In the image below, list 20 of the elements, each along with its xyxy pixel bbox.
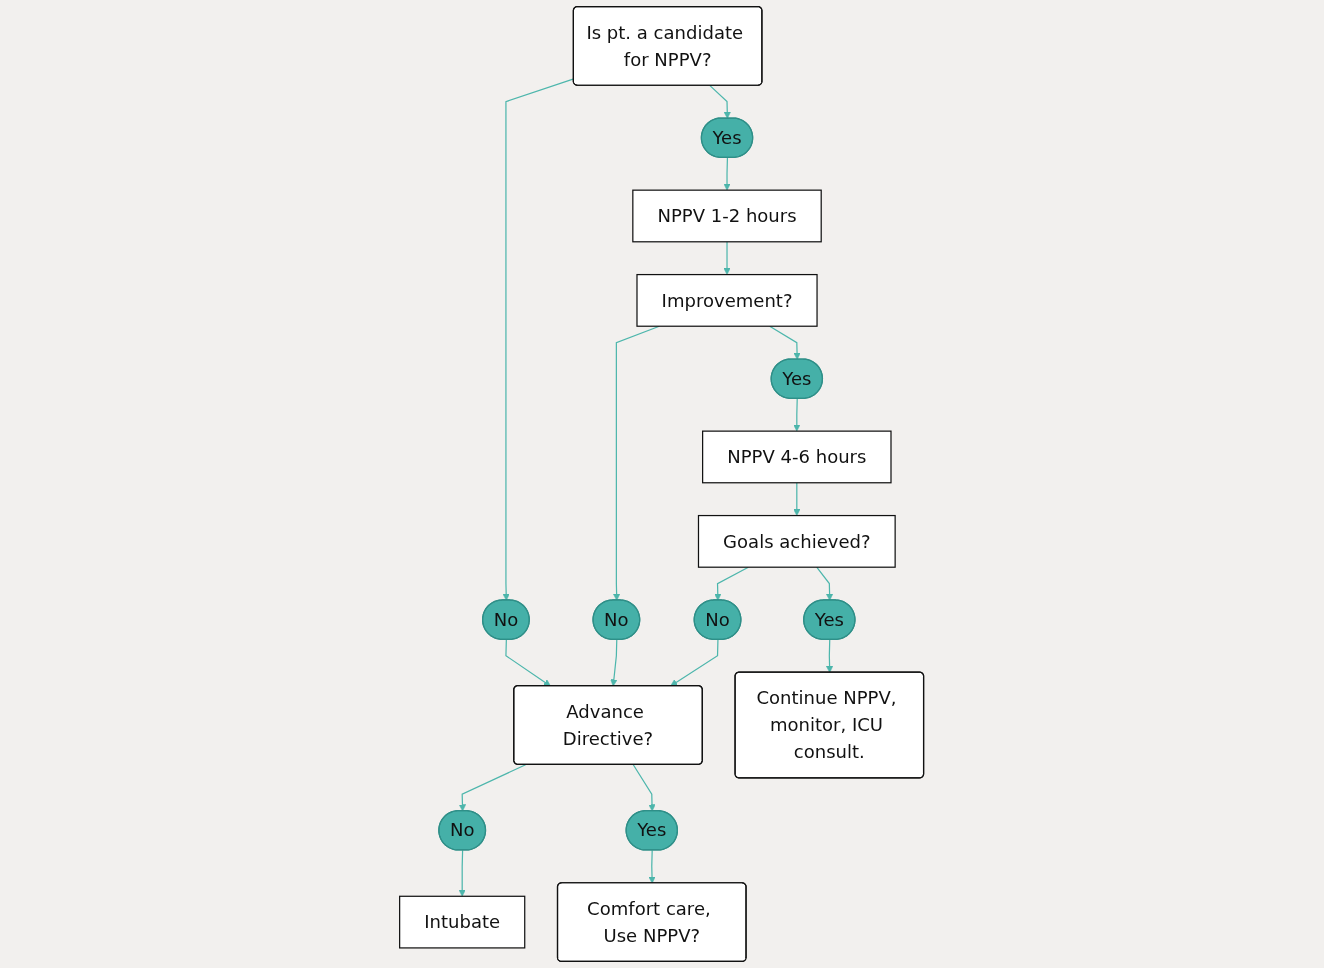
arrow [826, 639, 834, 673]
arrow [723, 157, 731, 191]
node-box: NPPV 1-2 hours [632, 189, 823, 243]
arrow [723, 241, 731, 275]
arrow [610, 639, 618, 687]
node-box: Improvement? [636, 273, 819, 327]
node-box: Goals achieved? [698, 514, 897, 568]
arrow [458, 849, 467, 897]
arrow [505, 639, 552, 687]
node-box: NPPV 4-6 hours [702, 430, 892, 484]
arrow [670, 639, 719, 687]
arrow [816, 566, 834, 601]
arrow [769, 325, 802, 360]
arrow [633, 764, 656, 812]
node-box: Intubate [399, 895, 526, 949]
arrow [459, 764, 527, 812]
arrow [793, 482, 801, 516]
arrow [793, 398, 801, 432]
arrow [648, 849, 656, 884]
arrow [709, 85, 732, 119]
